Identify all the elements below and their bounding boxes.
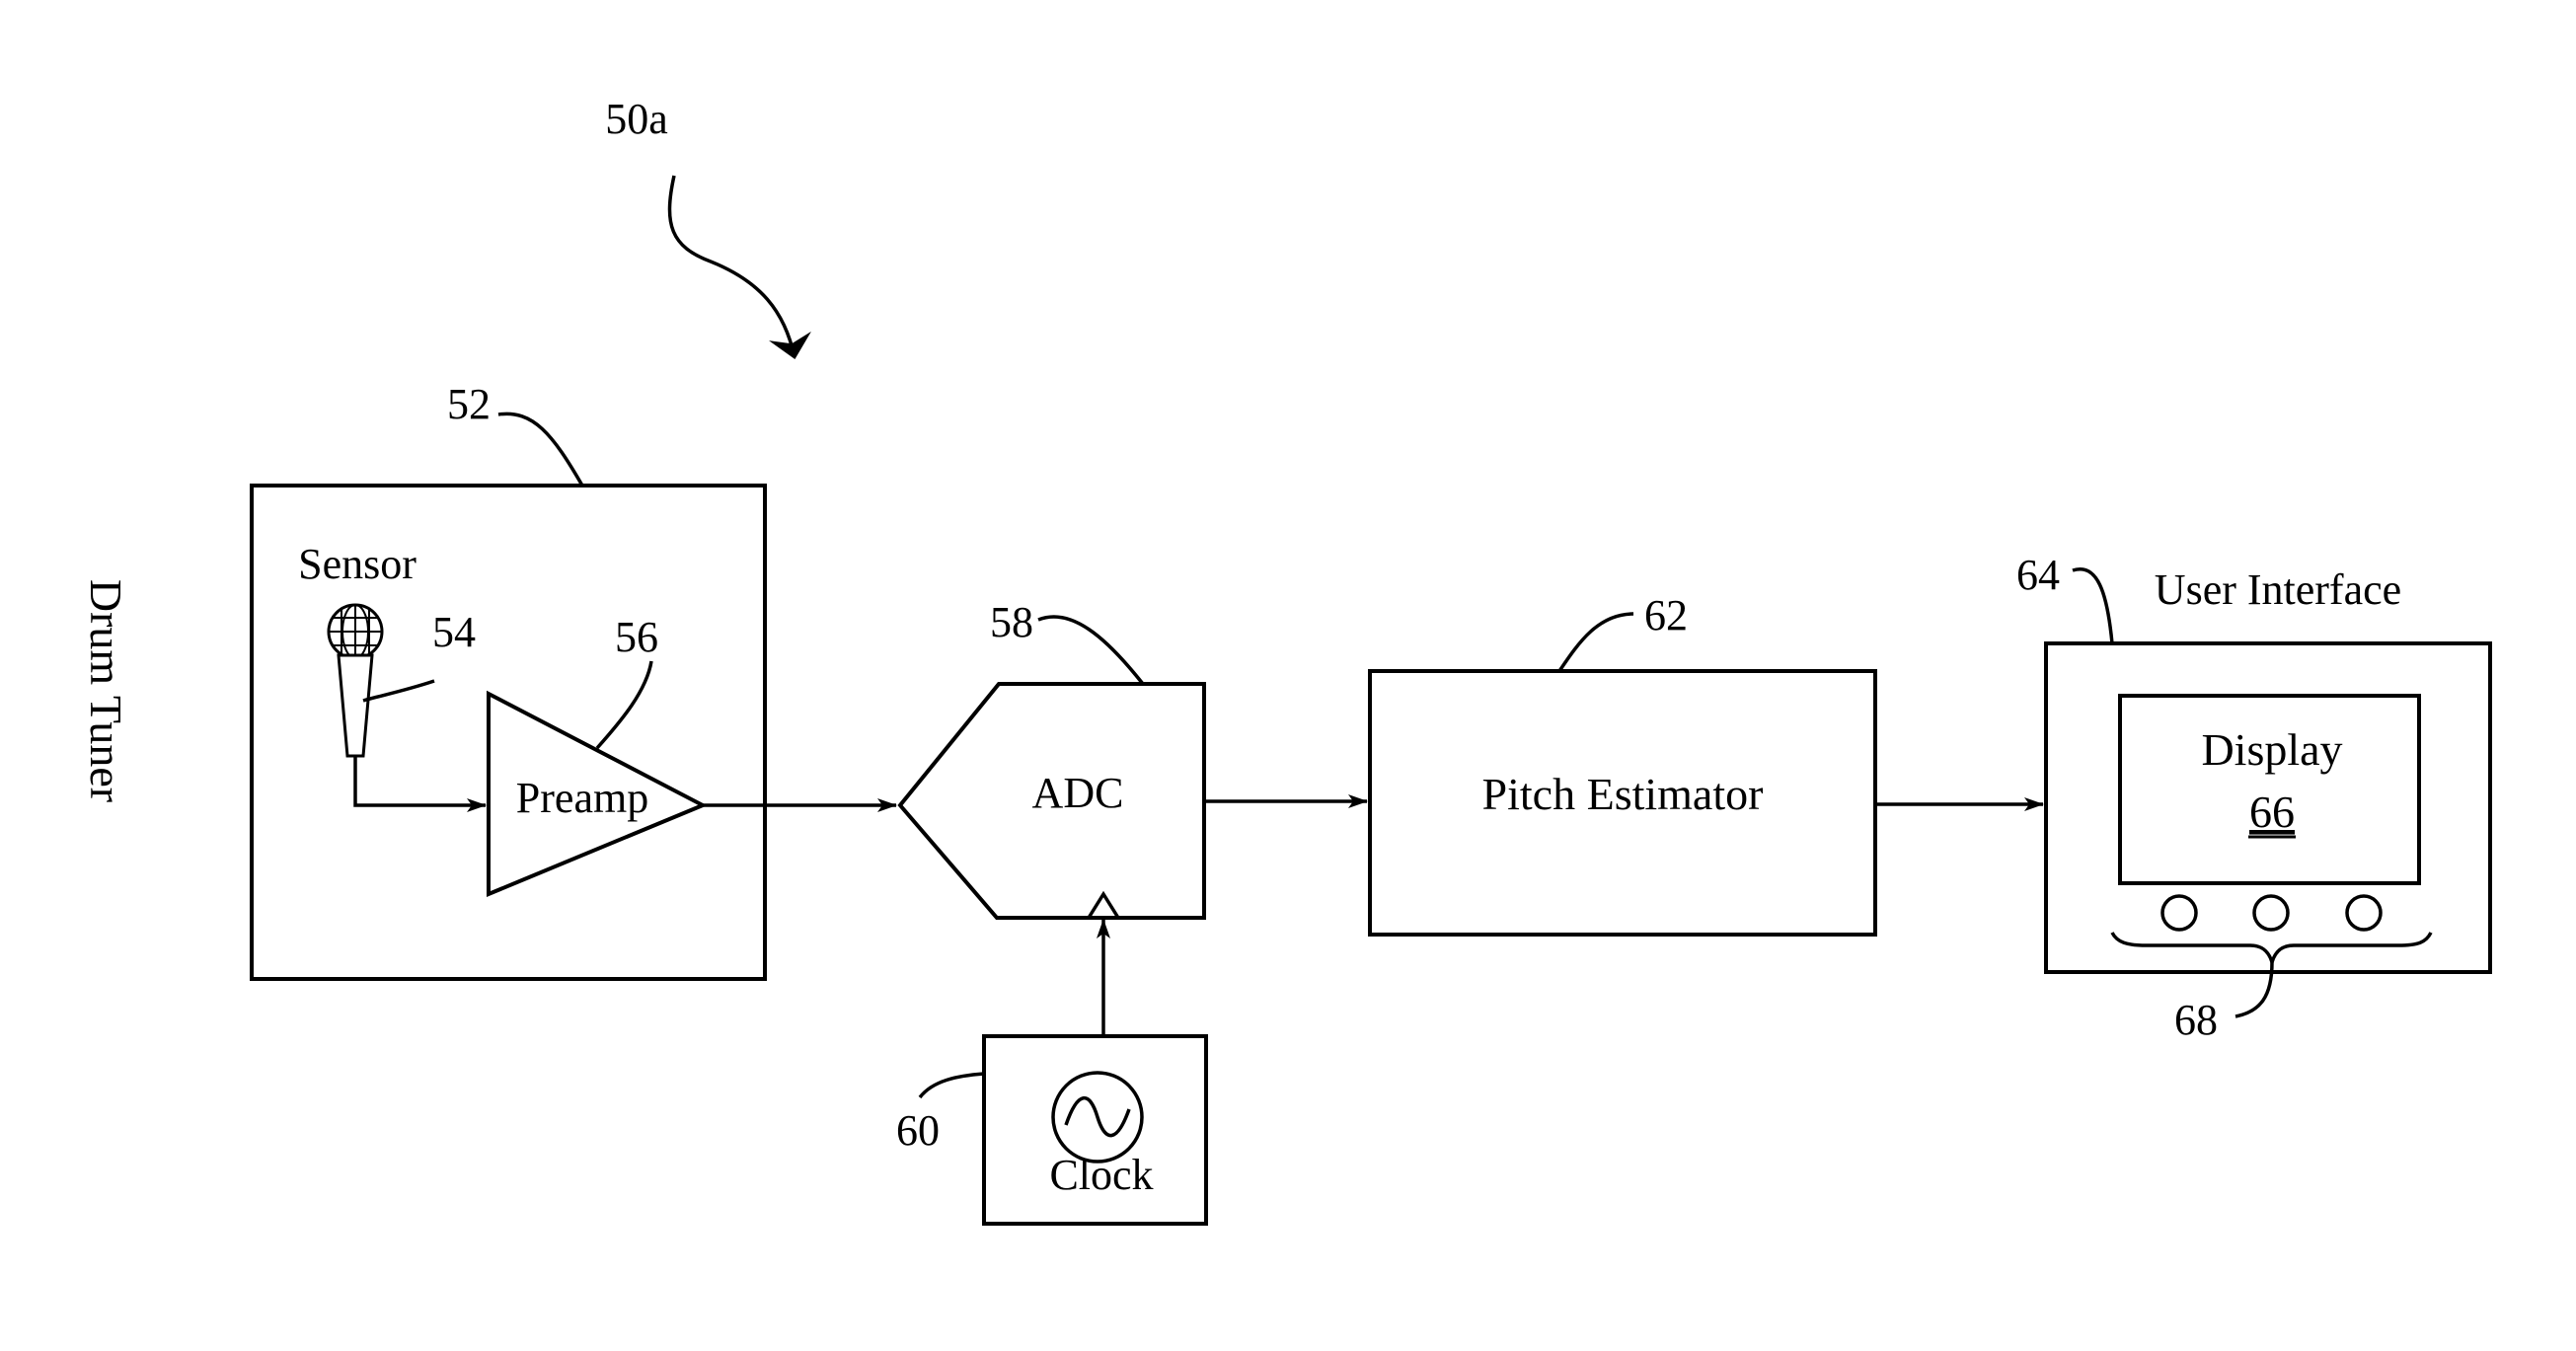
ref-60: 60	[896, 1106, 940, 1155]
adc-label: ADC	[1032, 769, 1124, 817]
adc-clock-notch	[1089, 894, 1118, 918]
user-interface-label: User Interface	[2155, 565, 2401, 614]
sensor-to-preamp-arrow	[355, 756, 486, 805]
ref-52: 52	[447, 380, 491, 428]
ref-58: 58	[990, 598, 1033, 646]
display-label: Display	[2201, 724, 2342, 775]
buttons-brace	[2112, 933, 2431, 962]
ref-60-leader	[920, 1074, 984, 1097]
sensor-label: Sensor	[298, 540, 417, 588]
ref-68: 68	[2174, 996, 2218, 1044]
button-circle	[2254, 896, 2288, 930]
ref-50a-arrow	[669, 176, 795, 357]
ref-62: 62	[1644, 591, 1688, 639]
ref-54-leader	[363, 681, 434, 701]
clock-label: Clock	[1049, 1151, 1153, 1199]
button-circle	[2162, 896, 2196, 930]
drum-tuner-title: Drum Tuner	[81, 579, 131, 802]
oscillator-icon	[1053, 1073, 1142, 1162]
preamp-label: Preamp	[516, 774, 648, 822]
ref-56: 56	[615, 613, 658, 661]
button-circle	[2347, 896, 2381, 930]
ref-54: 54	[432, 608, 476, 656]
ref-64: 64	[2016, 551, 2060, 599]
display-ref: 66	[2249, 787, 2295, 837]
ui-buttons	[2162, 896, 2381, 930]
pitch-estimator-label: Pitch Estimator	[1482, 769, 1764, 819]
ref-64-leader	[2073, 569, 2112, 643]
ref-52-leader	[498, 413, 582, 486]
ref-56-leader	[597, 661, 651, 748]
ref-62-leader	[1559, 614, 1633, 671]
microphone-icon	[329, 605, 382, 756]
ref-58-leader	[1038, 617, 1143, 684]
ref-50a: 50a	[605, 95, 668, 143]
